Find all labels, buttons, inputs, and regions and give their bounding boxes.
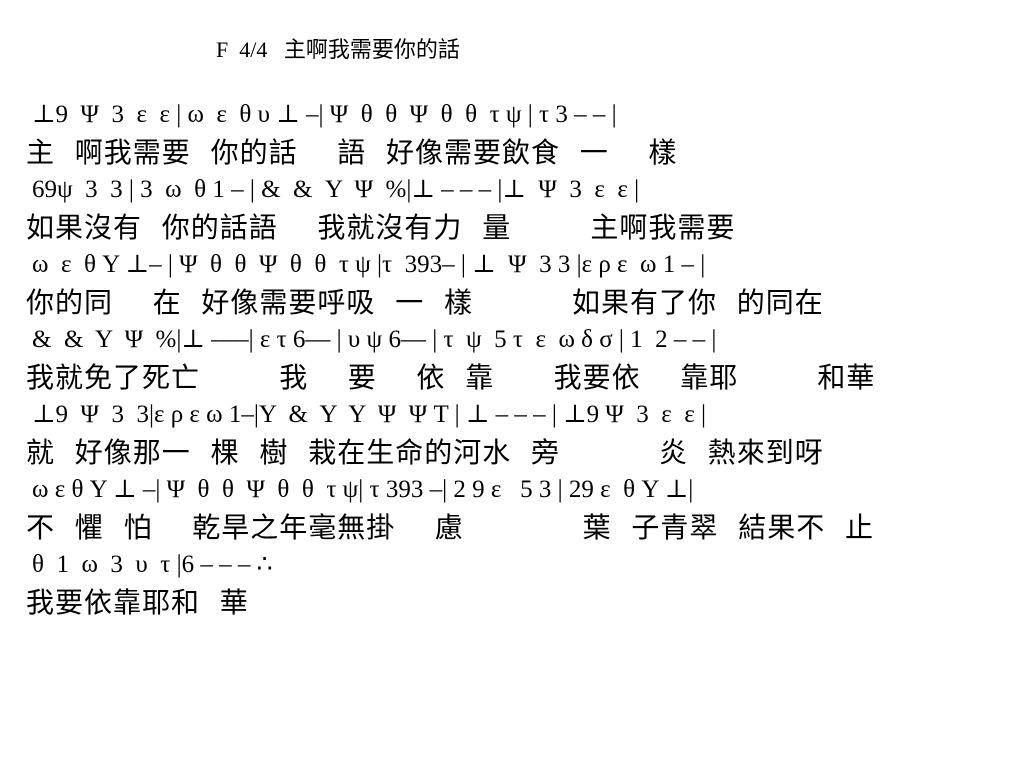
notation-line: ω ε θ Y ⊥ –| Ψ θ θ Ψ θ θ τ ψ| τ 393 –| 2…: [32, 476, 694, 503]
lyric-line: 我要依靠耶和 華: [26, 586, 249, 619]
notation-line: 69ψ 3 3 | 3 ω θ 1 – | & & Y Ψ %|⊥ – – – …: [32, 176, 640, 203]
lyric-line: 你的同 在 好像需要呼吸 一 樣 如果有了你 的同在: [26, 286, 824, 319]
lyric-line: 主 啊我需要 你的話 語 好像需要飲食 一 樣: [26, 136, 678, 169]
notation-line: & & Y Ψ %|⊥ –––| ε τ 6–– | υ ψ 6–– | τ ψ…: [32, 326, 717, 353]
notation-line: ω ε θ Y ⊥– | Ψ θ θ Ψ θ θ τ ψ |τ 393– | ⊥…: [32, 251, 706, 278]
score-body: ⊥9 Ψ 3 ε ε | ω ε θ υ ⊥ –| Ψ θ θ Ψ θ θ τ …: [26, 96, 1016, 621]
song-title: F 4/4 主啊我需要你的話: [216, 37, 460, 62]
notation-line: ⊥9 Ψ 3 3|ε ρ ε ω 1–|Y & Y Y Ψ Ψ T | ⊥ – …: [32, 401, 707, 428]
lyric-line: 如果沒有 你的話語 我就沒有力 量 主啊我需要: [26, 211, 736, 244]
notation-line: θ 1 ω 3 υ τ |6 – – – ∴: [32, 551, 273, 578]
lyric-line: 就 好像那一 棵 樹 栽在生命的河水 旁 炎 熱來到呀: [26, 436, 824, 469]
lyric-line: 我就免了死亡 我 要 依 靠 我要依 靠耶 和華: [26, 361, 876, 394]
lyric-line: 不 懼 怕 乾旱之年毫無掛 慮 葉 子青翠 結果不 止: [26, 511, 875, 544]
notation-line: ⊥9 Ψ 3 ε ε | ω ε θ υ ⊥ –| Ψ θ θ Ψ θ θ τ …: [32, 101, 617, 128]
